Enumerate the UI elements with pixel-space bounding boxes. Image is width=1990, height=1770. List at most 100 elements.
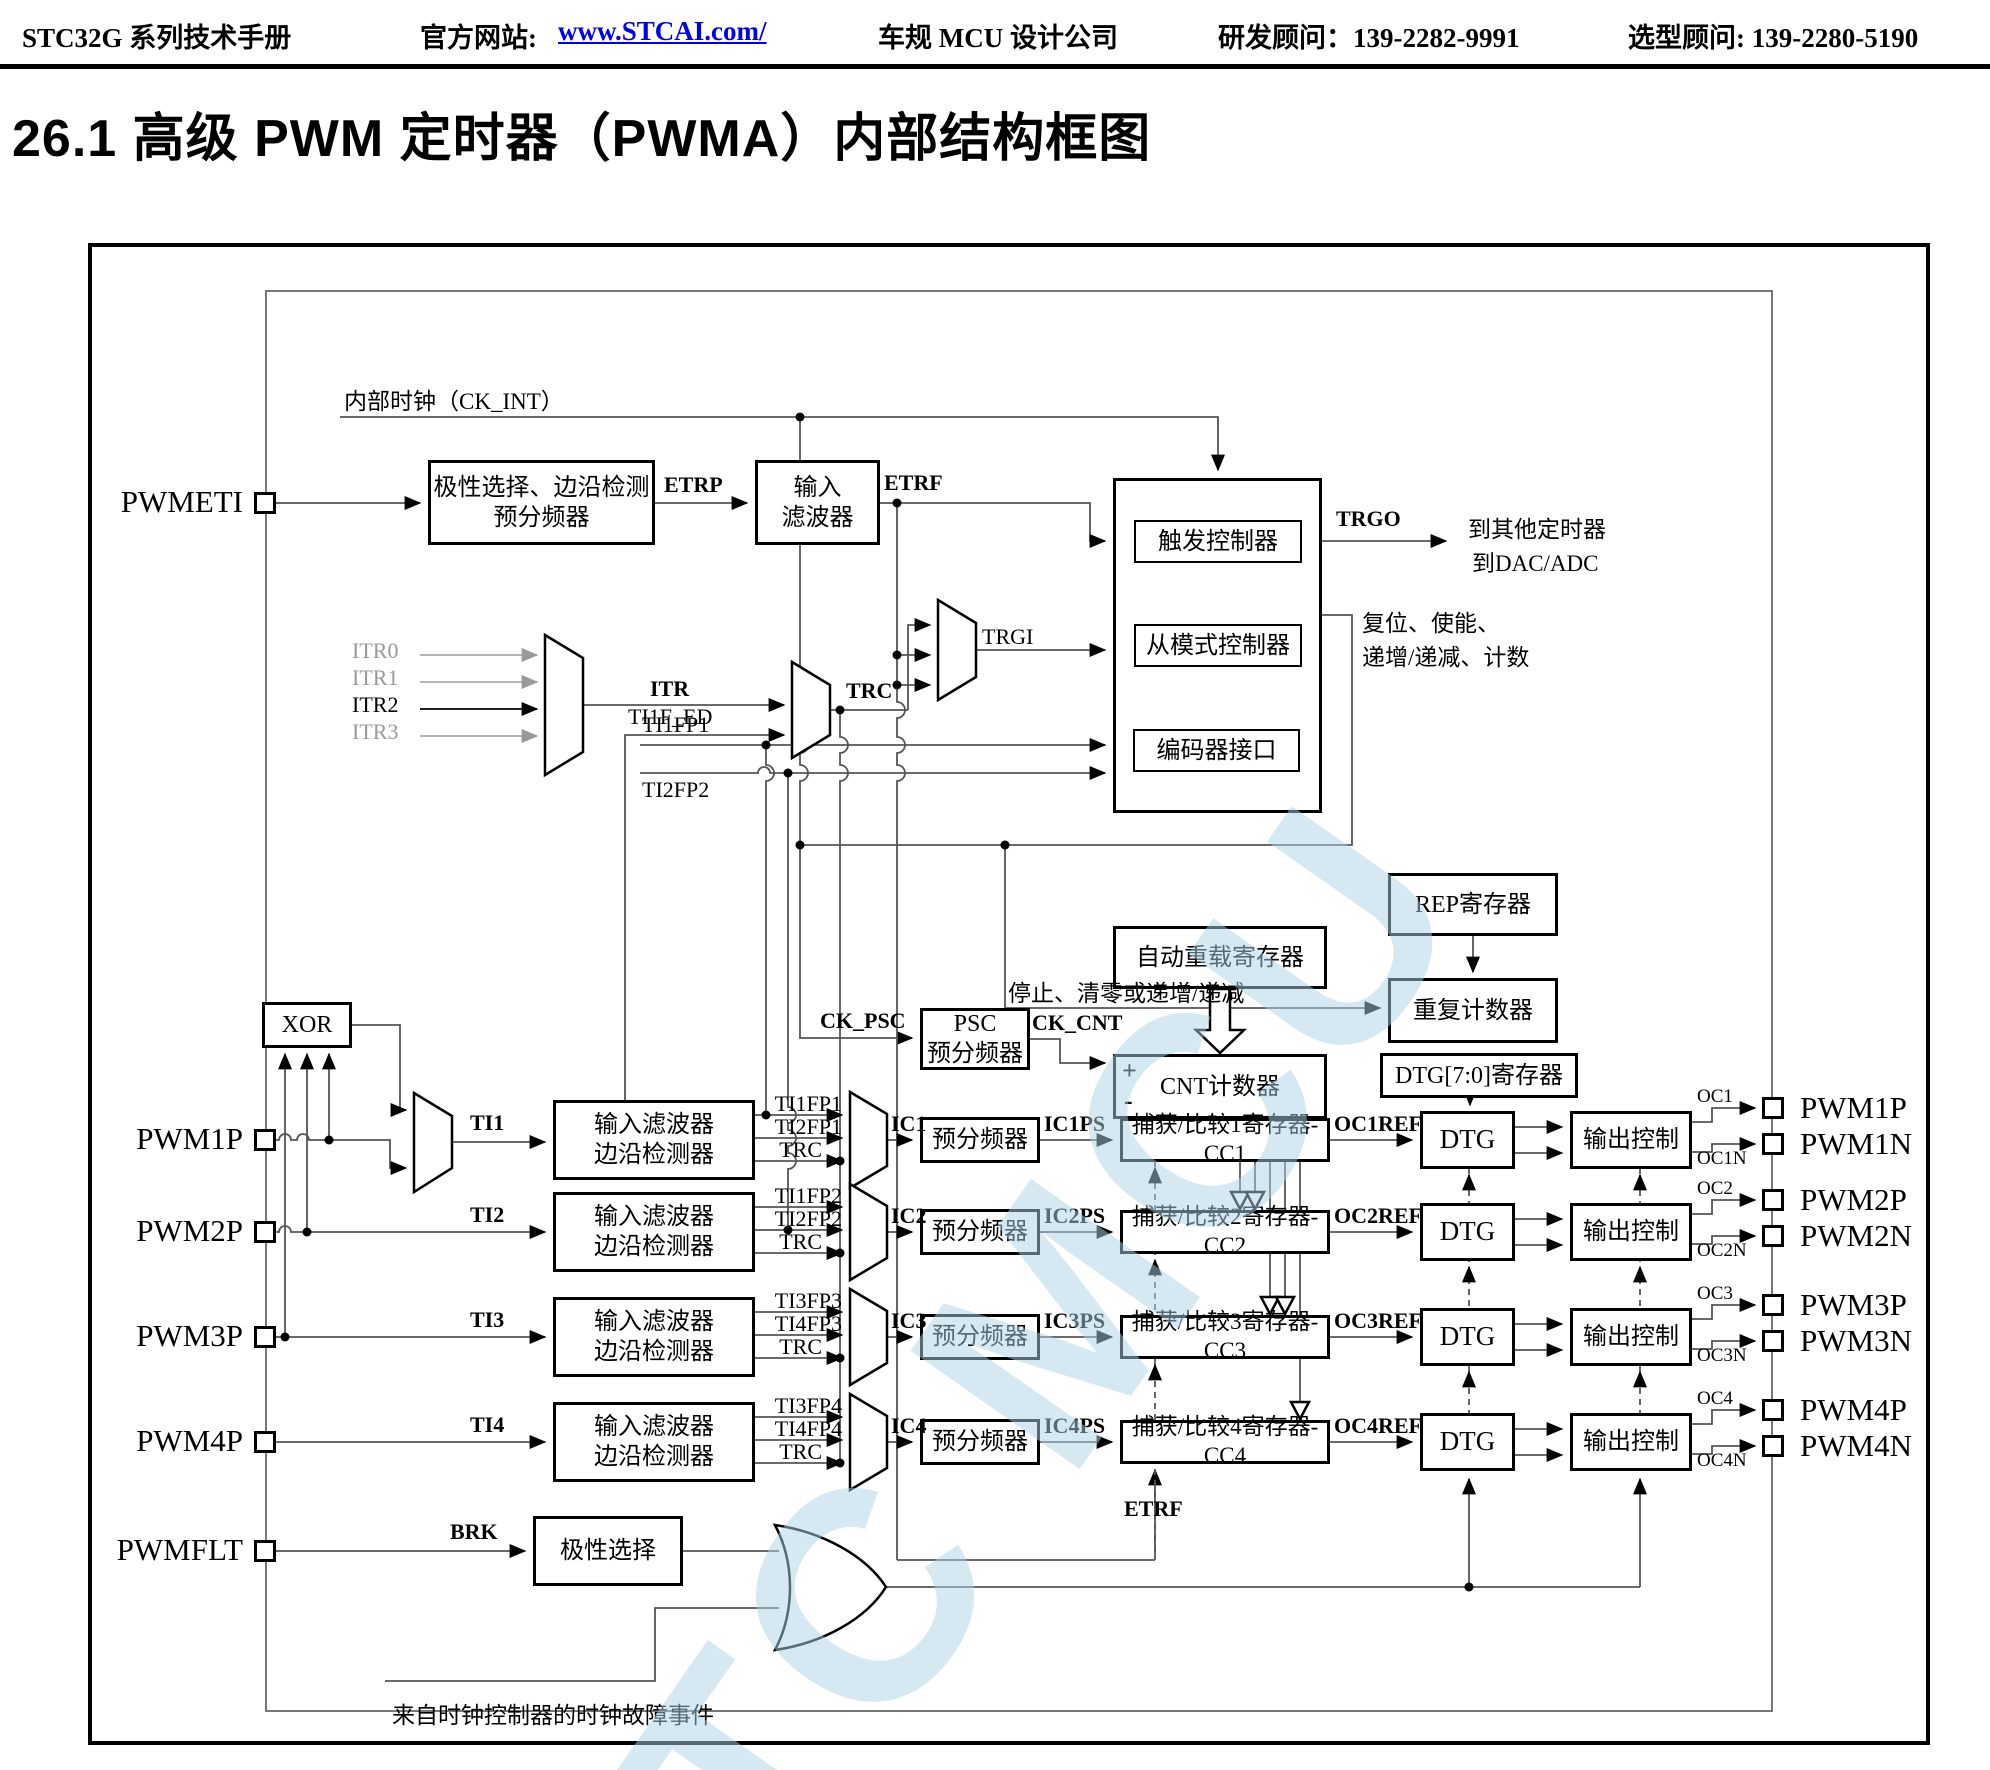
label-trgi: TRGI [982, 624, 1034, 649]
port-pwm1p-out [1762, 1097, 1784, 1119]
row2-ic: IC2 [891, 1203, 927, 1228]
block-input-filter-edge-3: 输入滤波器 边沿检测器 [553, 1297, 755, 1377]
or-gate [772, 1523, 888, 1652]
header-company: 车规 MCU 设计公司 [878, 23, 1118, 53]
port-label-pwmflt: PWMFLT [116, 1532, 243, 1567]
row2-in3: TRC [779, 1229, 822, 1254]
port-label-pwm4n-out: PWM4N [1800, 1428, 1912, 1463]
block-etr-input-filter: 输入 滤波器 [755, 460, 880, 545]
block-output-control-3: 输出控制 [1570, 1308, 1692, 1366]
label-stop-clear: 停止、清零或递增/递减 [1008, 981, 1245, 1006]
label-encoder-in2: TI2FP2 [642, 777, 710, 802]
port-pwm3n-out [1762, 1330, 1784, 1352]
port-label-pwm1p-out: PWM1P [1800, 1090, 1907, 1125]
block-dtg-4: DTG [1420, 1413, 1515, 1471]
block-dtg-3: DTG [1420, 1308, 1515, 1366]
block-capture-compare-4: 捕获/比较4寄存器-CC4 [1120, 1414, 1330, 1468]
label-trgo: TRGO [1336, 506, 1401, 531]
block-slave-mode-controller: 从模式控制器 [1134, 624, 1302, 667]
label-itr2: ITR2 [352, 692, 399, 717]
block-dtg-register: DTG[7:0]寄存器 [1380, 1053, 1578, 1098]
block-prescaler-4: 预分频器 [920, 1419, 1040, 1465]
row2-oc: OC2 [1697, 1178, 1733, 1199]
label-etrf-bottom: ETRF [1124, 1496, 1183, 1521]
port-label-pwm1p-in: PWM1P [136, 1121, 243, 1156]
label-ti2: TI2 [470, 1202, 505, 1227]
row2-icps: IC2PS [1044, 1203, 1106, 1228]
row3-ocn: OC3N [1697, 1345, 1747, 1366]
label-trc: TRC [846, 678, 893, 703]
block-prescaler-2: 预分频器 [920, 1209, 1040, 1255]
header-divider [0, 64, 1990, 69]
block-prescaler-3: 预分频器 [920, 1314, 1040, 1360]
row3-icps: IC3PS [1044, 1308, 1106, 1333]
port-pwm2p-in [254, 1221, 276, 1243]
row3-oc: OC3 [1697, 1283, 1733, 1304]
label-itr1: ITR1 [352, 665, 399, 690]
ic2-mux [848, 1181, 889, 1283]
row4-ic: IC4 [891, 1413, 927, 1438]
port-pwmeti [254, 492, 276, 514]
row4-oc: OC4 [1697, 1388, 1733, 1409]
port-pwm1n-out [1762, 1133, 1784, 1155]
cnt-label: CNT计数器 [1160, 1073, 1280, 1100]
row4-in3: TRC [779, 1439, 822, 1464]
row3-ocref: OC3REF [1334, 1308, 1422, 1333]
label-ck-int: 内部时钟（CK_INT） [344, 389, 564, 414]
label-ck-psc: CK_PSC [820, 1008, 906, 1033]
port-label-pwm4p-in: PWM4P [136, 1423, 243, 1458]
port-pwm4p-in [254, 1431, 276, 1453]
port-label-pwm3p-in: PWM3P [136, 1318, 243, 1353]
ic4-mux [848, 1391, 889, 1493]
label-clock-fault-event: 来自时钟控制器的时钟故障事件 [392, 1703, 714, 1728]
block-auto-reload-register: 自动重载寄存器 [1113, 926, 1327, 989]
row4-ocref: OC4REF [1334, 1413, 1422, 1438]
port-pwm2p-out [1762, 1189, 1784, 1211]
header-site-link[interactable]: www.STCAI.com/ [558, 16, 767, 46]
label-ck-cnt: CK_CNT [1032, 1010, 1123, 1035]
block-input-filter-edge-2: 输入滤波器 边沿检测器 [553, 1192, 755, 1272]
row4-icps: IC4PS [1044, 1413, 1106, 1438]
port-label-pwm3p-out: PWM3P [1800, 1287, 1907, 1322]
port-label-pwm4p-out: PWM4P [1800, 1392, 1907, 1427]
port-pwmflt [254, 1540, 276, 1562]
block-xor: XOR [262, 1002, 352, 1048]
label-itr3: ITR3 [352, 719, 399, 744]
label-etrf: ETRF [884, 470, 943, 495]
label-itr0: ITR0 [352, 638, 399, 663]
row1-oc: OC1 [1697, 1086, 1733, 1107]
block-output-control-4: 输出控制 [1570, 1413, 1692, 1471]
port-label-pwm3n-out: PWM3N [1800, 1323, 1912, 1358]
port-label-pwm2p-out: PWM2P [1800, 1182, 1907, 1217]
port-pwm4p-out [1762, 1399, 1784, 1421]
header-manual-title: STC32G 系列技术手册 [22, 23, 292, 53]
block-trigger-controller: 触发控制器 [1134, 520, 1302, 563]
row2-ocref: OC2REF [1334, 1203, 1422, 1228]
block-cnt-counter: CNT计数器 [1113, 1054, 1327, 1119]
label-itr: ITR [650, 676, 690, 701]
trc-mux [790, 659, 832, 761]
port-label-pwmeti: PWMETI [120, 484, 243, 519]
port-label-pwm2n-out: PWM2N [1800, 1218, 1912, 1253]
row1-ic: IC1 [891, 1111, 927, 1136]
port-label-pwm1n-out: PWM1N [1800, 1126, 1912, 1161]
label-reset-enable: 复位、使能、 [1362, 611, 1500, 636]
diagram-outer-frame [88, 243, 1930, 1745]
ic3-mux [848, 1286, 889, 1388]
row3-ic: IC3 [891, 1308, 927, 1333]
block-capture-compare-1: 捕获/比较1寄存器-CC1 [1120, 1112, 1330, 1166]
row1-ocn: OC1N [1697, 1148, 1747, 1169]
row1-in3: TRC [779, 1137, 822, 1162]
block-capture-compare-2: 捕获/比较2寄存器-CC2 [1120, 1204, 1330, 1258]
block-dtg-2: DTG [1420, 1203, 1515, 1261]
port-pwm2n-out [1762, 1225, 1784, 1247]
block-psc-prescaler: PSC 预分频器 [920, 1008, 1030, 1070]
header-sel-consult: 选型顾问: 139-2280-5190 [1628, 23, 1919, 53]
row3-in3: TRC [779, 1334, 822, 1359]
itr-mux [543, 632, 585, 778]
block-output-control-2: 输出控制 [1570, 1203, 1692, 1261]
row1-ocref: OC1REF [1334, 1111, 1422, 1136]
block-repeat-counter: 重复计数器 [1388, 978, 1558, 1043]
